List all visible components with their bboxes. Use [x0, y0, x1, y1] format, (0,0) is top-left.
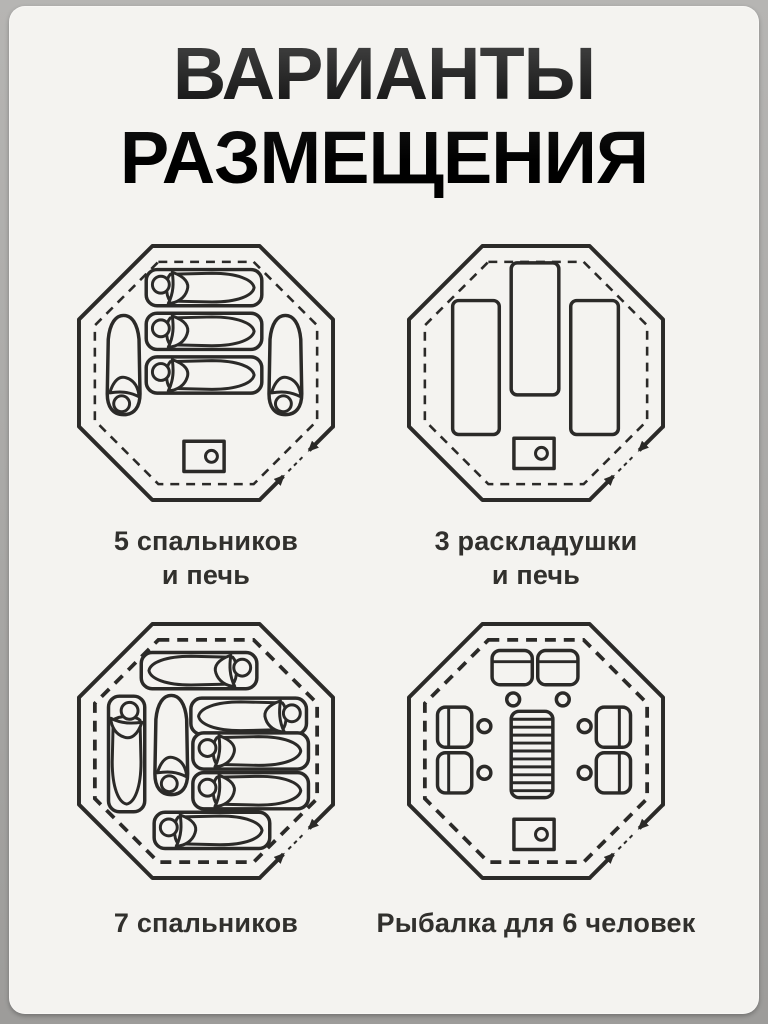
stove-icon [512, 817, 556, 852]
sleeping-bag-icon [191, 731, 311, 771]
caption-7-sleeping-bags: 7 спальников [114, 906, 298, 940]
floorplan-3-cots-stove [407, 244, 665, 502]
sleeping-bag-icon [105, 313, 142, 417]
stove-icon [512, 436, 556, 471]
caption-line: Рыбалка для 6 человек [376, 908, 696, 938]
chair-icon [435, 751, 474, 795]
sleeping-bag-icon [153, 693, 190, 797]
title-line-2: РАЗМЕЩЕНИЯ [119, 116, 649, 199]
caption-line: 5 спальников [113, 526, 299, 556]
caption-line: и печь [161, 560, 251, 590]
sleeping-bag-icon [152, 810, 272, 851]
cot-icon [450, 298, 502, 437]
caption-line: 3 раскладушки [434, 526, 638, 556]
floorplan-cell-4 [371, 622, 701, 880]
title-line-1: ВАРИАНТЫ [172, 32, 596, 115]
caption-fishing-6-people: Рыбалка для 6 человек [377, 906, 696, 940]
floorplan-5-sleeping-bags-stove [77, 244, 335, 502]
cot-icon [509, 261, 561, 397]
ice-hole-icon [504, 691, 522, 708]
chair-icon [490, 648, 535, 687]
stove-icon [182, 439, 226, 474]
chair-icon [536, 648, 580, 687]
sleeping-bag-icon [144, 355, 264, 395]
chair-icon [594, 751, 633, 795]
cot-icon [568, 298, 621, 437]
floorplan-7-sleeping-bags [77, 622, 335, 880]
floorplans-row-2 [9, 622, 759, 880]
chair-icon [435, 705, 474, 750]
floorplan-fishing-6-people [407, 622, 665, 880]
chair-icon [594, 705, 633, 750]
table-icon [509, 709, 555, 800]
floorplans-row-1 [9, 244, 759, 502]
ice-hole-icon [476, 718, 493, 735]
caption-line: 7 спальников [113, 908, 299, 938]
sleeping-bag-icon [106, 694, 147, 814]
ice-hole-icon [576, 718, 593, 735]
sleeping-bag-icon [144, 267, 264, 308]
sleeping-bag-icon [191, 770, 311, 811]
sleeping-bag-icon [144, 311, 264, 352]
infographic-card: ВАРИАНТЫ РАЗМЕЩЕНИЯ [9, 6, 759, 1014]
captions-row-1: 5 спальников и печь 3 раскладушки и печь [9, 524, 759, 592]
page-title: ВАРИАНТЫ РАЗМЕЩЕНИЯ [9, 6, 759, 200]
caption-3-cots: 3 раскладушки и печь [435, 524, 638, 592]
floorplan-cell-1 [41, 244, 371, 502]
ice-hole-icon [476, 764, 493, 782]
captions-row-2: 7 спальников Рыбалка для 6 человек [9, 906, 759, 940]
caption-5-sleeping-bags: 5 спальников и печь [114, 524, 298, 592]
ice-hole-icon [576, 764, 593, 782]
sleeping-bag-icon [189, 696, 309, 737]
ice-hole-icon [554, 691, 571, 708]
caption-line: и печь [491, 560, 581, 590]
sleeping-bag-icon [139, 650, 259, 691]
floorplan-cell-2 [371, 244, 701, 502]
sleeping-bag-icon [267, 313, 304, 417]
floorplan-cell-3 [41, 622, 371, 880]
